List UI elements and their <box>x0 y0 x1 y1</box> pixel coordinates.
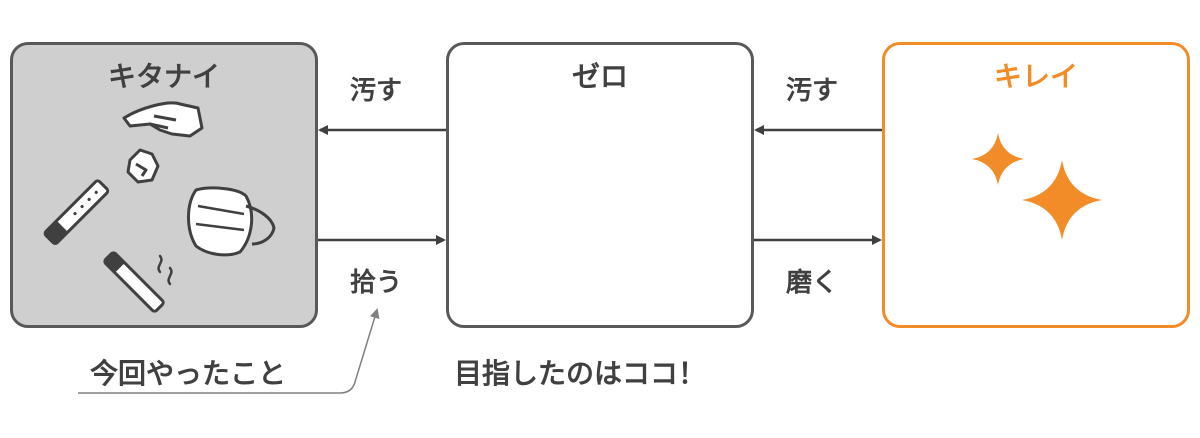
pointing-hand-icon <box>122 101 204 138</box>
crumpled-paper-icon <box>126 148 160 184</box>
caption-goal: 目指したのはココ！ <box>454 357 707 390</box>
clean-state-box: キレイ <box>882 42 1190 328</box>
caption-this-time: 今回やったこと <box>90 357 287 390</box>
smoking-cigarette-icon <box>103 251 173 313</box>
edge-label-clean-to-zero: 汚す <box>786 76 839 106</box>
dirty-state-title: キタナイ <box>107 60 220 93</box>
cigarette-icon <box>43 179 110 245</box>
sparkle-icon <box>972 133 1102 240</box>
dirty-state-box: キタナイ <box>10 42 318 328</box>
caption-connector <box>78 308 380 394</box>
mask-icon <box>187 186 276 257</box>
edge-label-zero-to-dirty: 汚す <box>350 76 403 106</box>
edge-label-zero-to-clean: 磨く <box>786 268 839 298</box>
edge-label-dirty-to-zero: 拾う <box>350 268 403 298</box>
zero-state-title: ゼロ <box>571 60 628 93</box>
clean-state-title: キレイ <box>993 60 1078 93</box>
zero-state-box: ゼロ <box>446 42 754 328</box>
